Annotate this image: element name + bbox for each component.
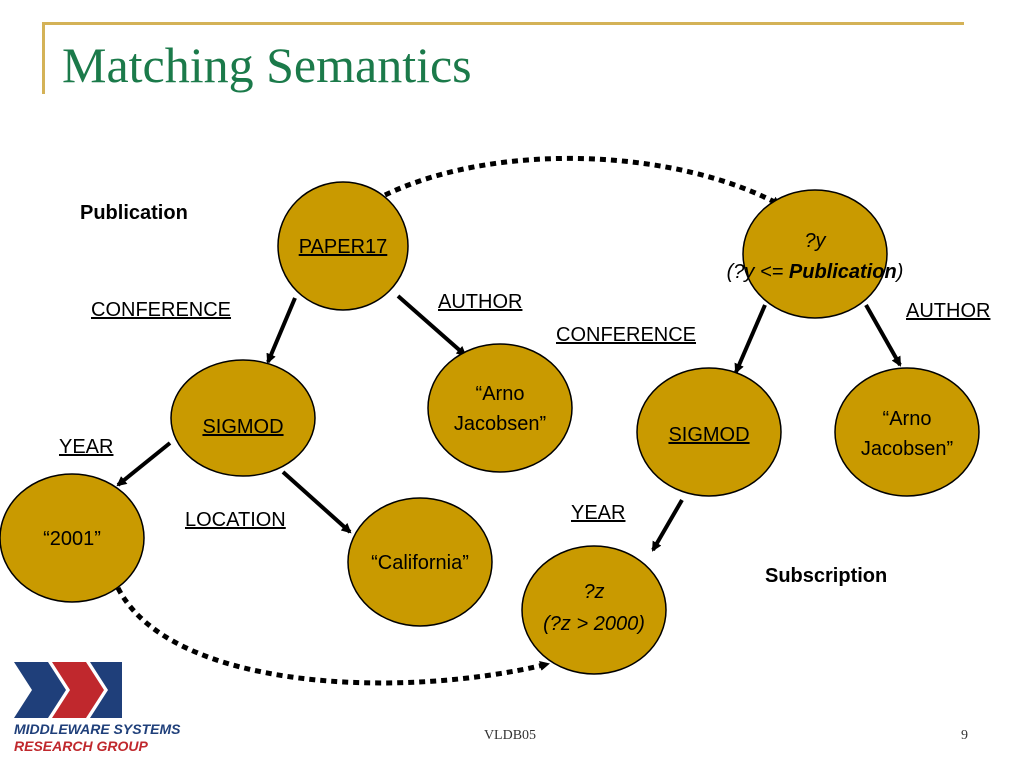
- edge-label-year-left: YEAR: [59, 436, 113, 458]
- logo-line2: RESEARCH GROUP: [14, 738, 148, 754]
- node-sigmod-right-label: SIGMOD: [668, 424, 749, 446]
- node-arno-left: “Arno Jacobsen”: [427, 343, 573, 473]
- node-sigmod-right: SIGMOD: [636, 367, 782, 497]
- edge-sigmod-california: [281, 470, 352, 534]
- node-arno-left-line2: Jacobsen”: [454, 413, 546, 435]
- node-sigmod-left-label: SIGMOD: [202, 416, 283, 438]
- label-publication: Publication: [80, 202, 188, 224]
- dotted-arrow-paper17-to-y: [383, 155, 782, 208]
- edge-label-conference-right: CONFERENCE: [556, 324, 696, 346]
- label-subscription: Subscription: [765, 565, 887, 587]
- page-number: 9: [961, 728, 968, 743]
- node-y-line2: (?y <= Publication): [727, 261, 904, 283]
- node-z-line2: (?z > 2000): [543, 613, 645, 635]
- node-2001: “2001”: [0, 473, 145, 603]
- node-paper17-label: PAPER17: [299, 236, 388, 258]
- edge-label-location-left: LOCATION: [185, 509, 286, 531]
- node-y-line2-post: ): [895, 261, 904, 283]
- node-california: “California”: [347, 497, 493, 627]
- node-california-label: “California”: [371, 552, 469, 574]
- node-y-line2-bold: Publication: [789, 261, 897, 283]
- node-arno-right-line2: Jacobsen”: [861, 438, 953, 460]
- node-2001-label: “2001”: [43, 528, 101, 550]
- slide-title: Matching Semantics: [62, 37, 472, 93]
- footer-conference: VLDB05: [483, 728, 537, 743]
- dotted-arrow-2001-to-z: [115, 586, 550, 686]
- node-y-line2-pre: (?y <=: [727, 261, 789, 283]
- edge-label-year-right: YEAR: [571, 502, 625, 524]
- title-frame-top-rule: [42, 22, 964, 25]
- node-paper17: PAPER17: [277, 181, 409, 311]
- msrg-logo: MIDDLEWARE SYSTEMS RESEARCH GROUP: [12, 660, 242, 756]
- node-sigmod-left: SIGMOD: [170, 359, 316, 477]
- node-arno-right-line1: “Arno: [883, 408, 932, 430]
- edge-y-arno: [864, 304, 902, 367]
- node-y: ?y (?y <= Publication): [727, 189, 904, 319]
- edge-paper17-arno: [396, 294, 467, 357]
- node-arno-left-line1: “Arno: [476, 383, 525, 405]
- edge-label-author-left: AUTHOR: [438, 291, 522, 313]
- node-z: ?z (?z > 2000): [521, 545, 667, 675]
- node-arno-right: “Arno Jacobsen”: [834, 367, 980, 497]
- title-frame-left-rule: [42, 22, 45, 94]
- edge-sigmod-2001: [116, 441, 172, 487]
- node-z-line1: ?z: [583, 581, 604, 603]
- edge-paper17-sigmod: [266, 297, 297, 364]
- edge-y-sigmod: [734, 304, 767, 374]
- logo-line1: MIDDLEWARE SYSTEMS: [14, 721, 181, 737]
- msrg-logo-mark: MIDDLEWARE SYSTEMS RESEARCH GROUP: [14, 662, 181, 754]
- edge-sigmod-z: [651, 498, 684, 552]
- edge-label-conference-left: CONFERENCE: [91, 299, 231, 321]
- node-y-line1: ?y: [804, 230, 826, 252]
- edge-label-author-right: AUTHOR: [906, 300, 990, 322]
